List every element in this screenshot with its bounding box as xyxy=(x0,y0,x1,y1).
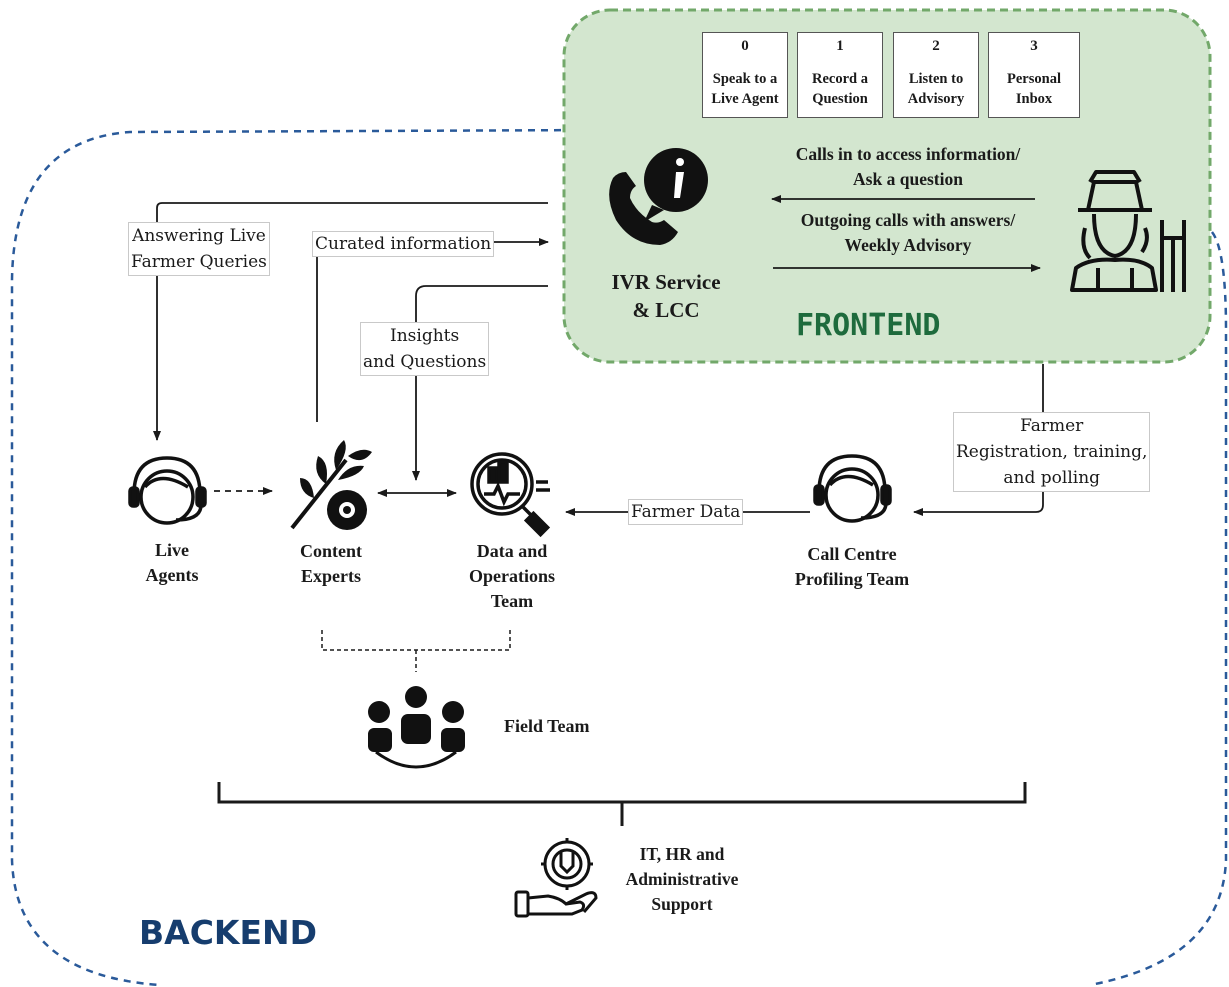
call-centre-label: Call Centre Profiling Team xyxy=(794,544,910,589)
data-analysis-icon xyxy=(470,452,551,538)
menu-key-label: Record a Question xyxy=(812,71,868,107)
menu-key-number: 0 xyxy=(741,38,749,54)
insights-line xyxy=(412,285,548,481)
live-agents-label: Live Agents xyxy=(145,540,199,585)
menu-key-2[interactable]: 2 Listen to Advisory xyxy=(893,32,979,118)
field-team-label: Field Team xyxy=(504,716,590,736)
field-team-people-icon xyxy=(368,686,465,769)
outgoing-label: Outgoing calls with answers/ Weekly Advi… xyxy=(800,210,1016,255)
call-centre-headset-icon xyxy=(813,454,892,523)
farmer-icon xyxy=(1070,170,1186,292)
menu-key-1[interactable]: 1 Record a Question xyxy=(797,32,883,118)
field-team-bracket xyxy=(321,630,511,672)
farmer-data-label: Farmer Data xyxy=(628,499,744,525)
ivr-service-label: IVR Service & LCC xyxy=(611,270,721,322)
live-agent-headset-icon xyxy=(128,456,207,525)
menu-key-label: Personal Inbox xyxy=(1007,71,1061,107)
calls-in-label: Calls in to access information/ Ask a qu… xyxy=(795,144,1021,189)
hand-gear-icon xyxy=(514,838,598,918)
registration-line xyxy=(913,364,1044,516)
farmer-registration-label: Farmer Registration, training, and polli… xyxy=(953,412,1151,492)
frontend-title: FRONTEND xyxy=(796,308,941,343)
menu-key-number: 2 xyxy=(932,38,940,54)
menu-key-0[interactable]: 0 Speak to a Live Agent xyxy=(702,32,788,118)
menu-key-number: 1 xyxy=(836,38,844,54)
insights-label: Insights and Questions xyxy=(360,322,490,376)
it-hr-support-label: IT, HR and Administrative Support xyxy=(625,844,739,914)
menu-key-label: Listen to Advisory xyxy=(907,71,965,107)
menu-key-number: 3 xyxy=(1030,38,1038,54)
answering-live-label: Answering Live Farmer Queries xyxy=(128,222,270,276)
menu-key-label: Speak to a Live Agent xyxy=(711,71,779,107)
support-bracket xyxy=(217,782,1027,826)
leaf-gear-icon xyxy=(290,440,372,530)
content-experts-label: Content Experts xyxy=(300,541,362,586)
data-ops-label: Data and Operations Team xyxy=(468,541,555,611)
menu-key-3[interactable]: 3 Personal Inbox xyxy=(988,32,1080,118)
backend-title: BACKEND xyxy=(139,913,318,952)
backend-boundary xyxy=(10,128,601,987)
phone-info-icon xyxy=(609,148,708,245)
answering-live-line xyxy=(153,202,548,441)
curated-info-label: Curated information xyxy=(312,231,495,257)
